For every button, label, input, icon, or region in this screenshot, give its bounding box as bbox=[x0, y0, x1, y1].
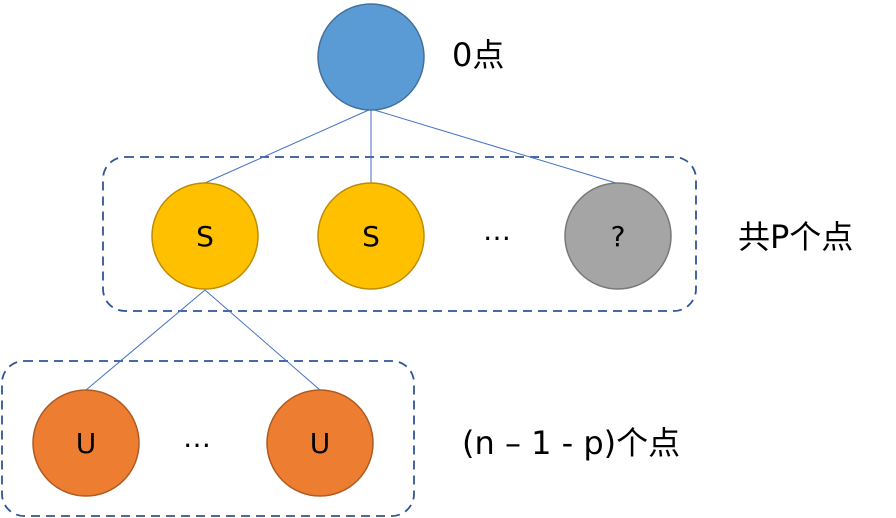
level2-side-label: (n – 1 - p)个点 bbox=[462, 424, 680, 462]
level2-node-u1-label: U bbox=[76, 427, 97, 460]
level1-side-label: 共P个点 bbox=[738, 218, 853, 256]
level1-ellipsis: … bbox=[483, 214, 511, 247]
level2-node-u1 bbox=[32, 389, 140, 497]
level1-node-unknown bbox=[564, 182, 672, 290]
edge-root-s1 bbox=[204, 108, 372, 184]
level2-ellipsis: … bbox=[183, 421, 211, 454]
level2-node-u2-label: U bbox=[310, 427, 331, 460]
edge-s1-u2 bbox=[204, 289, 321, 391]
root-node bbox=[317, 3, 425, 111]
edge-root-unknown bbox=[370, 108, 617, 184]
level1-node-s1 bbox=[151, 182, 259, 290]
level1-node-unknown-label: ? bbox=[611, 220, 626, 253]
level2-node-u2 bbox=[266, 389, 374, 497]
level2-group-box bbox=[1, 360, 415, 517]
level1-group-box bbox=[102, 156, 697, 312]
root-side-label: 0点 bbox=[452, 36, 504, 74]
edge-s1-u1 bbox=[85, 289, 206, 391]
level1-node-s2-label: S bbox=[362, 220, 380, 253]
level1-node-s2 bbox=[317, 182, 425, 290]
level1-node-s1-label: S bbox=[196, 220, 214, 253]
